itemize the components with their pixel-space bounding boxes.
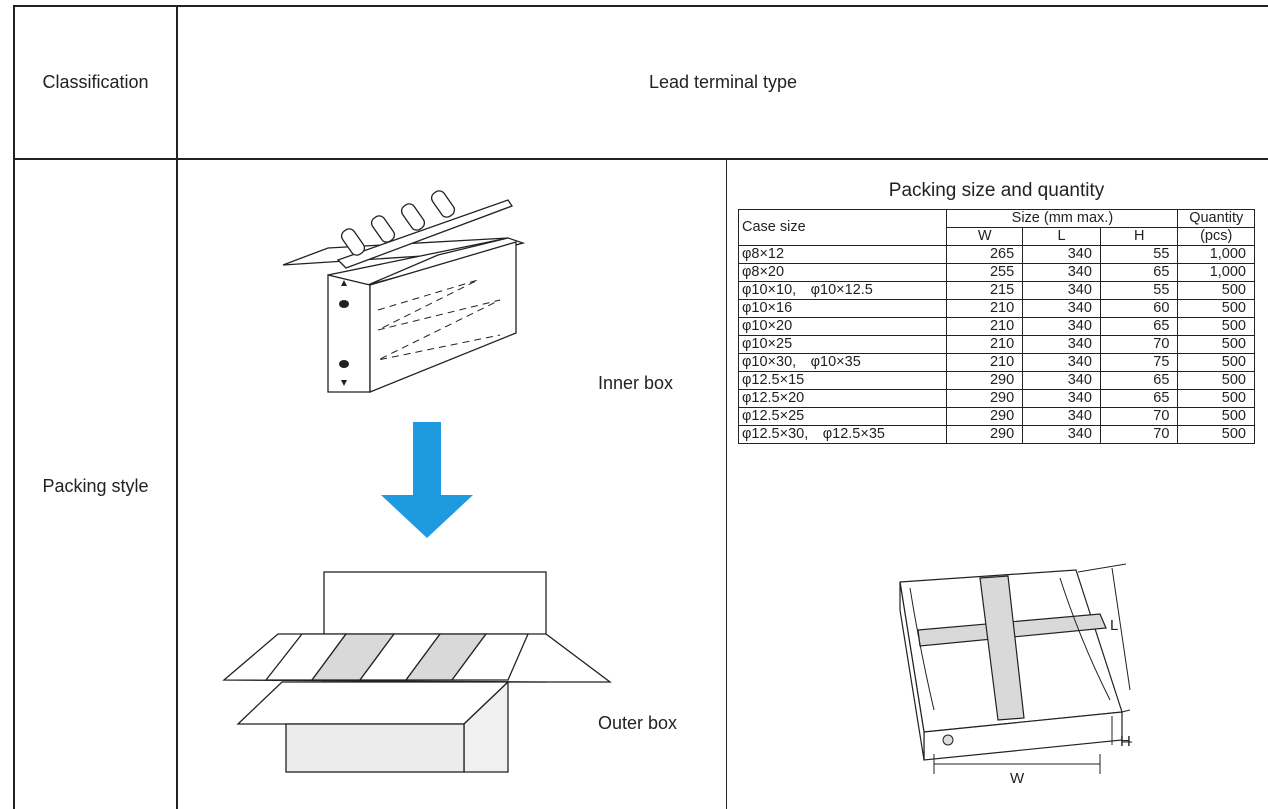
cell-l: 340 — [1022, 299, 1101, 318]
cell-w: 290 — [946, 407, 1024, 426]
classification-label: Classification — [42, 72, 149, 92]
frame-inner-divider — [726, 159, 727, 809]
cell-l: 340 — [1022, 353, 1101, 372]
tray-illustration — [899, 563, 1132, 774]
cell-case: φ12.5×30, φ12.5×35 — [737, 425, 948, 444]
packing-size-table: Case size Size (mm max.) Quantity W L H … — [737, 209, 1255, 444]
dim-label-w: W — [1010, 770, 1025, 787]
col-w: W — [946, 227, 1024, 246]
frame-left — [13, 5, 15, 809]
cell-w: 215 — [946, 281, 1024, 300]
cell-l: 340 — [1022, 389, 1101, 408]
cell-l: 340 — [1022, 245, 1101, 264]
cell-h: 65 — [1099, 317, 1179, 336]
cell-case: φ12.5×20 — [737, 389, 948, 408]
down-arrow-icon — [381, 422, 473, 538]
inner-box-label: Inner box — [598, 373, 674, 393]
cell-l: 340 — [1022, 371, 1101, 390]
cell-case: φ10×10, φ10×12.5 — [737, 281, 948, 300]
dim-label-l: L — [1110, 617, 1119, 634]
col-quantity-unit: (pcs) — [1177, 227, 1255, 246]
cell-case: φ8×20 — [737, 263, 948, 282]
cell-q: 500 — [1177, 335, 1255, 354]
cell-q: 500 — [1177, 353, 1255, 372]
cell-q: 500 — [1177, 317, 1255, 336]
outer-box-label: Outer box — [598, 713, 678, 733]
cell-h: 65 — [1099, 371, 1179, 390]
cell-q: 1,000 — [1177, 263, 1255, 282]
col-case-size: Case size — [737, 209, 948, 246]
cell-case: φ10×16 — [737, 299, 948, 318]
cell-h: 75 — [1099, 353, 1179, 372]
cell-w: 290 — [946, 371, 1024, 390]
cell-w: 210 — [946, 335, 1024, 354]
cell-case: φ12.5×25 — [737, 407, 948, 426]
cell-w: 290 — [946, 389, 1024, 408]
cell-l: 340 — [1022, 335, 1101, 354]
cell-h: 65 — [1099, 389, 1179, 408]
cell-l: 340 — [1022, 425, 1101, 444]
cell-case: φ10×25 — [737, 335, 948, 354]
cell-h: 55 — [1099, 281, 1179, 300]
cell-h: 70 — [1099, 335, 1179, 354]
frame-top — [13, 5, 1268, 7]
cell-l: 340 — [1022, 407, 1101, 426]
packing-style-label: Packing style — [42, 476, 149, 496]
cell-w: 210 — [946, 353, 1024, 372]
dim-label-h: H — [1120, 733, 1131, 750]
frame-row-divider — [13, 158, 1268, 160]
cell-w: 210 — [946, 317, 1024, 336]
cell-q: 500 — [1177, 299, 1255, 318]
cell-q: 500 — [1177, 425, 1255, 444]
cell-h: 70 — [1099, 407, 1179, 426]
cell-h: 65 — [1099, 263, 1179, 282]
frame-col-divider — [176, 5, 178, 809]
cell-w: 255 — [946, 263, 1024, 282]
cell-q: 500 — [1177, 371, 1255, 390]
cell-w: 290 — [946, 425, 1024, 444]
cell-q: 500 — [1177, 407, 1255, 426]
col-l: L — [1022, 227, 1101, 246]
cell-q: 500 — [1177, 389, 1255, 408]
inner-box-illustration — [222, 190, 612, 773]
cell-h: 70 — [1099, 425, 1179, 444]
cell-q: 500 — [1177, 281, 1255, 300]
cell-l: 340 — [1022, 263, 1101, 282]
cell-w: 265 — [946, 245, 1024, 264]
lead-terminal-type-label: Lead terminal type — [648, 72, 798, 92]
cell-case: φ10×30, φ10×35 — [737, 353, 948, 372]
cell-l: 340 — [1022, 281, 1101, 300]
col-quantity: Quantity — [1177, 209, 1255, 228]
col-h: H — [1099, 227, 1179, 246]
cell-w: 210 — [946, 299, 1024, 318]
cell-h: 55 — [1099, 245, 1179, 264]
cell-h: 60 — [1099, 299, 1179, 318]
cell-case: φ8×12 — [737, 245, 948, 264]
cell-l: 340 — [1022, 317, 1101, 336]
cell-q: 1,000 — [1177, 245, 1255, 264]
cell-case: φ10×20 — [737, 317, 948, 336]
col-size: Size (mm max.) — [946, 209, 1179, 228]
packing-table-title: Packing size and quantity — [888, 180, 1105, 201]
cell-case: φ12.5×15 — [737, 371, 948, 390]
